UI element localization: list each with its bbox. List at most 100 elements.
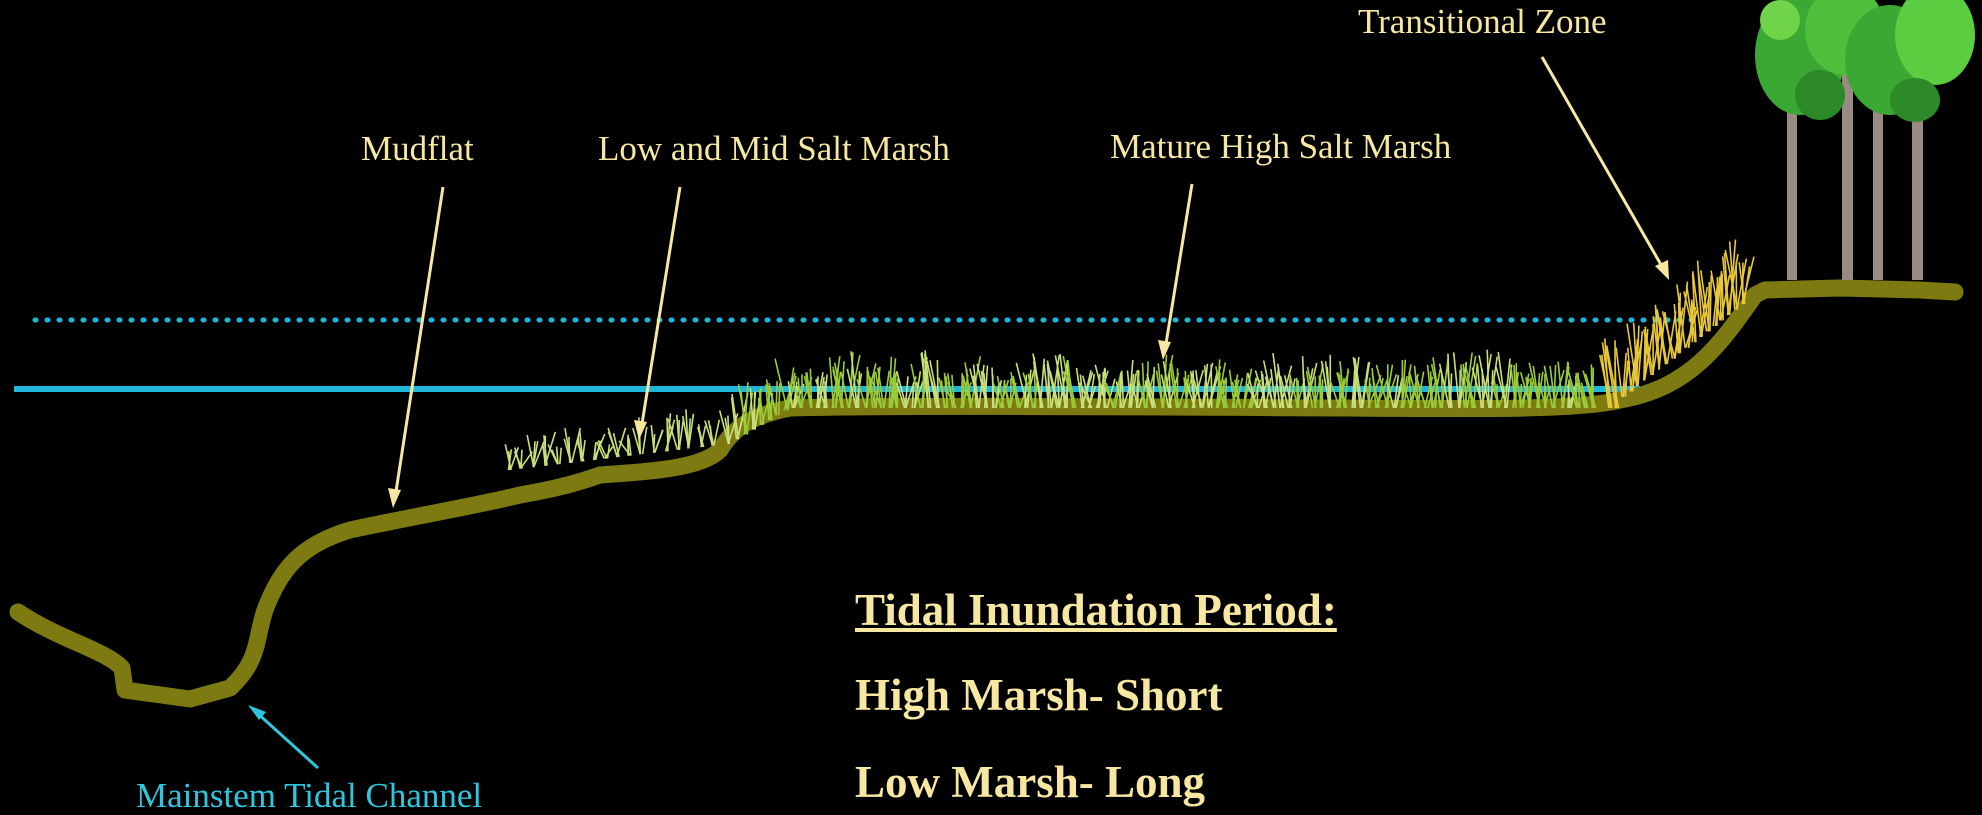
- grass-tuft-icon: [681, 409, 695, 449]
- grass-tuft-icon: [547, 444, 563, 465]
- grass-tuft-icon: [1262, 360, 1280, 409]
- grass-tuft-icon: [1375, 364, 1398, 409]
- grass-tuft-icon: [1183, 370, 1194, 409]
- grass-tuft-icon: [1673, 281, 1689, 354]
- mudflat-pointer: [393, 186, 445, 499]
- grass-tuft-icon: [696, 424, 707, 448]
- grass-tuft-icon: [1371, 367, 1389, 409]
- grass-tuft-icon: [1094, 364, 1116, 409]
- grass-tuft-icon: [803, 368, 813, 409]
- grass-tuft-icon: [944, 373, 957, 409]
- ground-profile: [9, 279, 1964, 708]
- grass-tuft-icon: [1078, 373, 1097, 409]
- grass-tuft-icon: [504, 444, 520, 471]
- grass-tuft-icon: [704, 419, 721, 446]
- grass-tuft-icon: [938, 372, 949, 409]
- grass-tuft-icon: [1318, 375, 1324, 409]
- grass-tuft-icon: [1254, 370, 1272, 409]
- low-marsh-pointer: [639, 186, 682, 431]
- grass-tuft-icon: [667, 414, 685, 451]
- grass-tuft-icon: [1575, 372, 1589, 409]
- grass-tuft-icon: [1567, 379, 1581, 409]
- grass-tuft-icon: [737, 382, 754, 435]
- mature-high-marsh-label: Mature High Salt Marsh: [1110, 127, 1452, 166]
- grass-tuft-icon: [1599, 338, 1613, 409]
- grass-tuft-icon: [969, 364, 985, 409]
- grass-tuft-icon: [1462, 363, 1479, 409]
- grass-tuft-icon: [1543, 365, 1565, 409]
- grass-tuft-icon: [1710, 270, 1731, 321]
- grass-tuft-icon: [1566, 367, 1581, 409]
- mudflat-label: Mudflat: [361, 129, 474, 168]
- grass-tuft-icon: [541, 431, 557, 466]
- grass-tuft-icon: [792, 374, 813, 409]
- grass-tuft-icon: [1509, 363, 1520, 409]
- grass-tuft-icon: [1215, 366, 1229, 409]
- channel-pointer: [254, 710, 320, 770]
- grass-tuft-icon: [1683, 273, 1697, 343]
- grass-tuft-icon: [1528, 362, 1544, 409]
- channel-arrowhead: [248, 705, 266, 720]
- grass-tuft-icon: [664, 413, 676, 452]
- grass-tuft-icon: [889, 373, 899, 409]
- grass-tuft-icon: [563, 427, 582, 464]
- grass-tuft-icon: [1032, 353, 1046, 409]
- transitional-zone-label: Transitional Zone: [1358, 2, 1607, 41]
- grass-tuft-icon: [768, 380, 781, 416]
- grass-tuft-icon: [991, 367, 1003, 409]
- grass-tuft-icon: [1519, 372, 1534, 409]
- inundation-heading: Tidal Inundation Period:: [855, 585, 1337, 635]
- grass-tuft-icon: [926, 360, 941, 409]
- grass-tuft-icon: [1643, 323, 1662, 376]
- grass-tuft-icon: [596, 440, 614, 459]
- grass-tuft-icon: [592, 433, 606, 461]
- grass-tuft-icon: [1279, 375, 1296, 409]
- grass-tuft-icon: [911, 371, 924, 409]
- grass-tuft-icon: [1697, 270, 1713, 332]
- grass-tuft-icon: [1408, 365, 1425, 409]
- transitional-arrowhead: [1655, 260, 1669, 280]
- grass-tuft-icon: [1043, 354, 1061, 409]
- grass-tuft-icon: [576, 430, 586, 462]
- mudflat-arrowhead: [388, 488, 401, 508]
- low-marsh-arrowhead: [634, 420, 647, 440]
- grass-tuft-icon: [832, 361, 845, 409]
- low-mid-marsh-label: Low and Mid Salt Marsh: [598, 129, 950, 168]
- grass-tuft-icon: [846, 351, 863, 409]
- grass-tuft-icon: [1169, 361, 1189, 409]
- grass-tuft-icon: [1582, 364, 1597, 409]
- grass-tuft-icon: [920, 350, 932, 409]
- grass-tuft-icon: [1102, 372, 1122, 409]
- marsh-grass: [504, 239, 1755, 471]
- grass-tuft-icon: [1144, 366, 1157, 409]
- grass-tuft-icon: [1305, 363, 1324, 409]
- low-marsh-period: Low Marsh- Long: [855, 757, 1206, 807]
- grass-tuft-icon: [1062, 355, 1077, 409]
- grass-tuft-icon: [1626, 322, 1644, 387]
- grass-tuft-icon: [650, 424, 664, 453]
- high-marsh-pointer: [1163, 183, 1194, 351]
- grass-tuft-icon: [870, 367, 891, 409]
- mainstem-channel-label: Mainstem Tidal Channel: [136, 776, 483, 815]
- grass-tuft-icon: [607, 427, 627, 458]
- grass-tuft-icon: [1605, 340, 1620, 409]
- grass-tuft-icon: [526, 434, 546, 468]
- grass-tuft-icon: [1430, 356, 1450, 409]
- grass-tuft-icon: [1656, 309, 1677, 365]
- high-marsh-arrowhead: [1158, 340, 1171, 360]
- high-marsh-period: High Marsh- Short: [855, 670, 1223, 720]
- grass-tuft-icon: [814, 374, 828, 409]
- grass-tuft-icon: [1495, 351, 1513, 409]
- transitional-pointer: [1540, 56, 1666, 271]
- grass-tuft-icon: [1738, 256, 1755, 305]
- grass-tuft-icon: [1438, 353, 1453, 409]
- grass-tuft-icon: [1272, 353, 1293, 409]
- tree-cluster-icon: [1755, 0, 1975, 280]
- grass-tuft-icon: [1336, 361, 1349, 409]
- grass-tuft-icon: [618, 434, 632, 457]
- grass-tuft-icon: [1215, 359, 1227, 409]
- grass-tuft-icon: [976, 363, 989, 409]
- grass-tuft-icon: [1231, 368, 1253, 409]
- grass-tuft-icon: [1351, 357, 1360, 409]
